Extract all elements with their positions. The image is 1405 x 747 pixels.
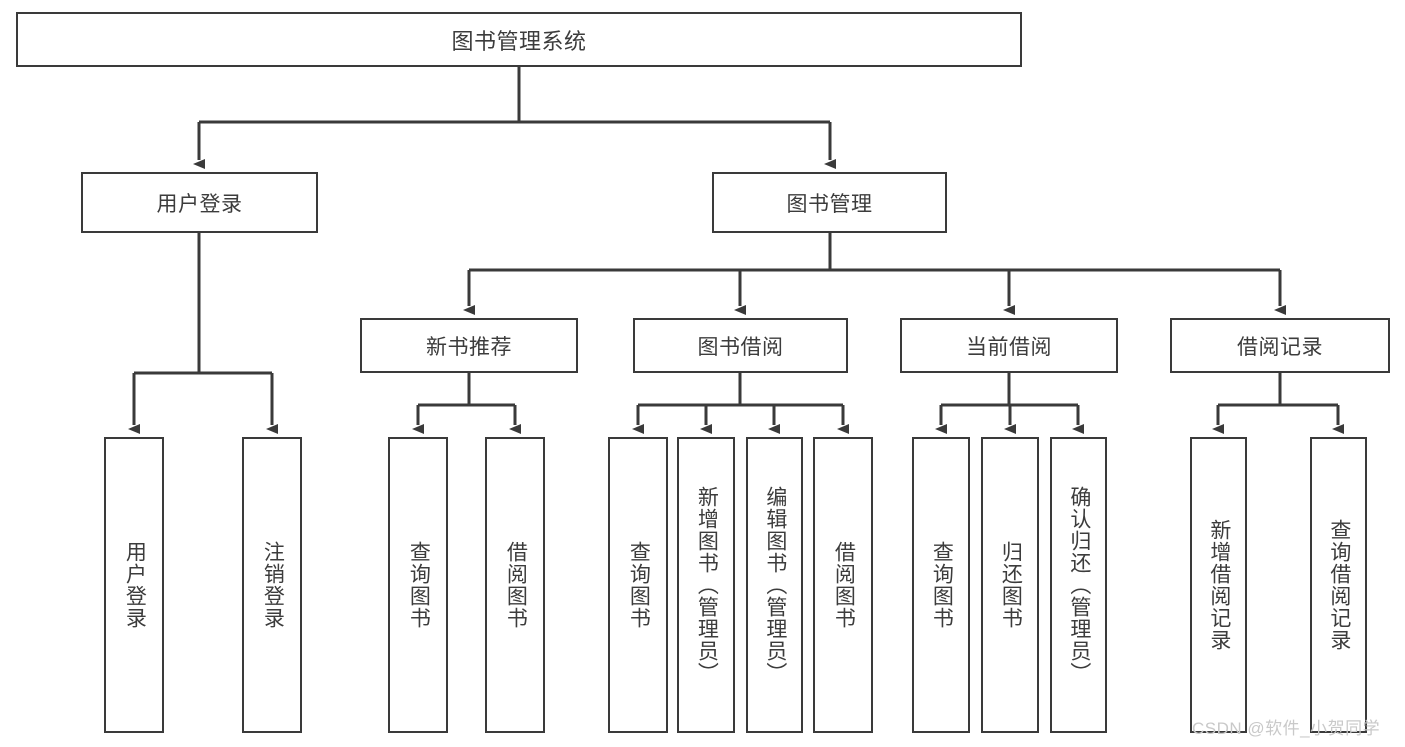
node-leaf-confirm-return[interactable]: 确认归还（管理员） <box>1050 437 1107 733</box>
node-leaf-add-borrow-record-label: 新增借阅记录 <box>1207 519 1231 651</box>
node-user-login-label: 用户登录 <box>156 192 243 216</box>
csdn-watermark: CSDN @软件_小贺同学 <box>1192 719 1381 738</box>
node-book-borrow[interactable]: 图书借阅 <box>633 318 848 373</box>
node-leaf-user-login-label: 用户登录 <box>123 541 147 629</box>
node-leaf-logout-login[interactable]: 注销登录 <box>242 437 302 733</box>
node-leaf-query-book-3-label: 查询图书 <box>930 541 954 629</box>
node-leaf-return-book[interactable]: 归还图书 <box>981 437 1039 733</box>
node-current-borrow[interactable]: 当前借阅 <box>900 318 1118 373</box>
node-user-login[interactable]: 用户登录 <box>81 172 318 233</box>
node-borrow-record-label: 借阅记录 <box>1237 335 1323 359</box>
node-leaf-add-book-label: 新增图书（管理员） <box>695 486 719 684</box>
node-leaf-borrow-book-2[interactable]: 借阅图书 <box>813 437 873 733</box>
node-new-book-recommend-label: 新书推荐 <box>426 335 512 359</box>
node-leaf-add-book[interactable]: 新增图书（管理员） <box>677 437 735 733</box>
node-root-system[interactable]: 图书管理系统 <box>16 12 1022 67</box>
node-book-management[interactable]: 图书管理 <box>712 172 947 233</box>
node-leaf-query-borrow-record-label: 查询借阅记录 <box>1327 519 1351 651</box>
node-book-borrow-label: 图书借阅 <box>697 335 784 359</box>
node-leaf-query-book-1[interactable]: 查询图书 <box>388 437 448 733</box>
book-management-to-level2-connectors <box>463 233 1286 315</box>
node-book-management-label: 图书管理 <box>786 192 873 216</box>
node-leaf-query-book-1-label: 查询图书 <box>407 541 431 629</box>
node-leaf-query-borrow-record[interactable]: 查询借阅记录 <box>1310 437 1367 733</box>
node-root-system-label: 图书管理系统 <box>451 28 587 54</box>
borrow-record-to-leaves-connectors <box>1212 373 1344 434</box>
new-book-recommend-to-leaves-connectors <box>412 373 521 434</box>
node-leaf-return-book-label: 归还图书 <box>999 541 1023 629</box>
node-leaf-query-book-2[interactable]: 查询图书 <box>608 437 668 733</box>
node-leaf-query-book-3[interactable]: 查询图书 <box>912 437 970 733</box>
node-leaf-edit-book[interactable]: 编辑图书（管理员） <box>746 437 803 733</box>
book-borrow-to-leaves-connectors <box>632 373 849 434</box>
node-leaf-borrow-book-2-label: 借阅图书 <box>832 541 856 629</box>
node-new-book-recommend[interactable]: 新书推荐 <box>360 318 578 373</box>
node-leaf-borrow-book-1[interactable]: 借阅图书 <box>485 437 545 733</box>
node-leaf-query-book-2-label: 查询图书 <box>627 541 651 629</box>
node-leaf-user-login[interactable]: 用户登录 <box>104 437 164 733</box>
root-to-level1-connectors <box>193 67 836 169</box>
current-borrow-to-leaves-connectors <box>935 373 1084 434</box>
node-borrow-record[interactable]: 借阅记录 <box>1170 318 1390 373</box>
node-leaf-add-borrow-record[interactable]: 新增借阅记录 <box>1190 437 1247 733</box>
node-leaf-logout-login-label: 注销登录 <box>261 541 285 629</box>
node-leaf-confirm-return-label: 确认归还（管理员） <box>1067 486 1091 684</box>
node-current-borrow-label: 当前借阅 <box>966 335 1052 359</box>
node-leaf-borrow-book-1-label: 借阅图书 <box>504 541 528 629</box>
node-leaf-edit-book-label: 编辑图书（管理员） <box>763 486 787 684</box>
user-login-to-leaves-connectors <box>128 233 278 434</box>
